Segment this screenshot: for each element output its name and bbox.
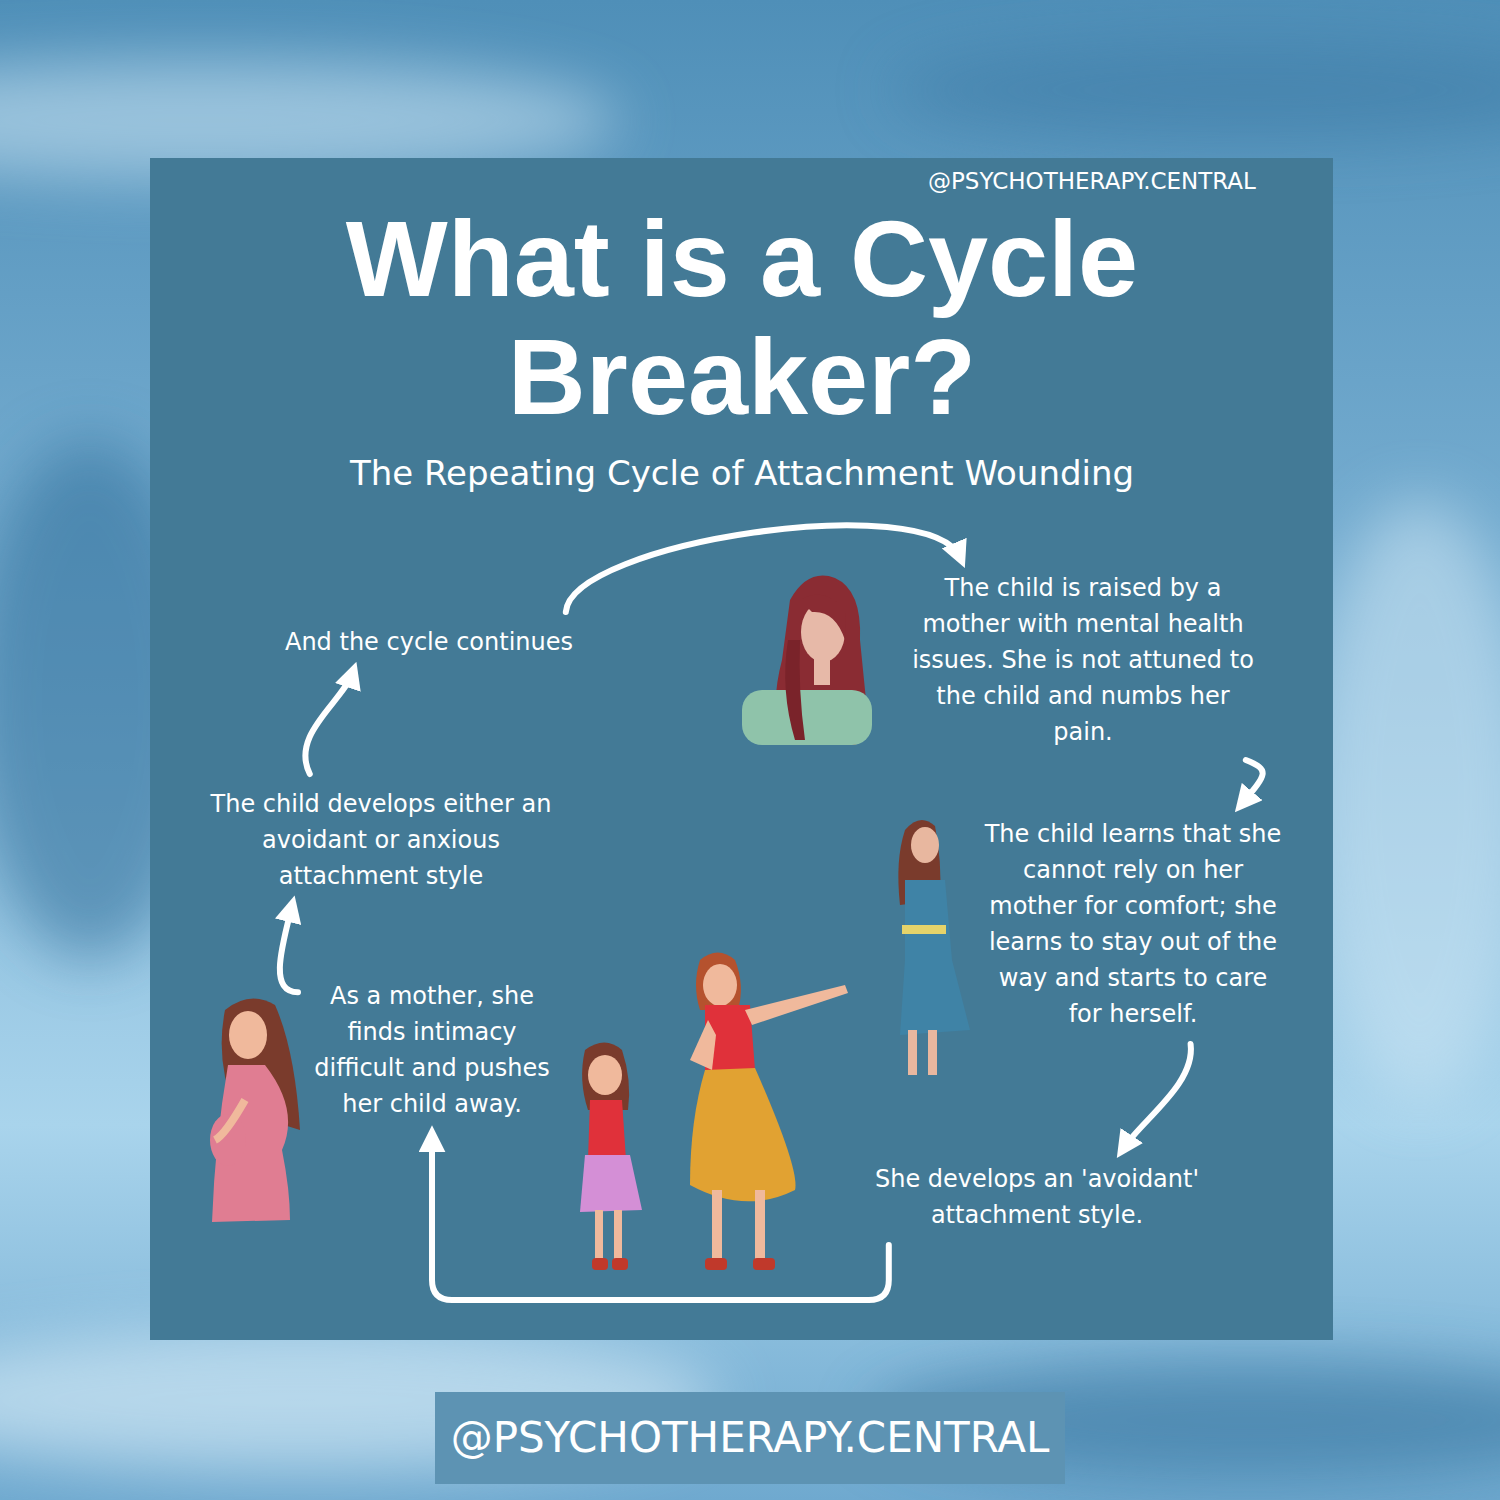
step-text: The child is raised by a mother with men… (909, 570, 1257, 750)
sad-girl (898, 820, 970, 1075)
title: What is a Cycle Breaker? (242, 200, 1242, 436)
cycle-step: The child learns that she cannot rely on… (973, 812, 1293, 1036)
step-text: The child learns that she cannot rely on… (979, 816, 1287, 1032)
cycle-step: She develops an 'avoidant' attachment st… (842, 1157, 1232, 1237)
cycle-arrow (432, 1136, 889, 1300)
cycle-arrow (1123, 1044, 1191, 1149)
step-text: She develops an 'avoidant' attachment st… (848, 1161, 1226, 1233)
angry-mother (690, 953, 848, 1271)
subtitle: The Repeating Cycle of Attachment Woundi… (350, 452, 1134, 494)
watermark: @PSYCHOTHERAPY.CENTRAL (451, 1410, 1050, 1466)
cycle-arrow (566, 525, 961, 612)
cycle-arrow (305, 672, 353, 774)
step-text: As a mother, she finds intimacy difficul… (312, 978, 552, 1122)
step-text: And the cycle continues (245, 624, 613, 660)
cycle-step: The child develops either an avoidant or… (203, 782, 559, 898)
cycle-step: The child is raised by a mother with men… (903, 566, 1263, 754)
pregnant-woman (210, 999, 300, 1222)
step-text: The child develops either an avoidant or… (209, 786, 553, 894)
cycle-arrow (280, 906, 298, 992)
watermark-box: @PSYCHOTHERAPY.CENTRAL (435, 1392, 1066, 1484)
cycle-step: As a mother, she finds intimacy difficul… (306, 974, 558, 1126)
little-girl (580, 1043, 642, 1271)
watermark: @PSYCHOTHERAPY.CENTRAL (928, 166, 1256, 196)
cycle-arrow (1242, 760, 1263, 804)
mother-portrait (742, 576, 872, 745)
cycle-step: And the cycle continues (239, 620, 619, 664)
